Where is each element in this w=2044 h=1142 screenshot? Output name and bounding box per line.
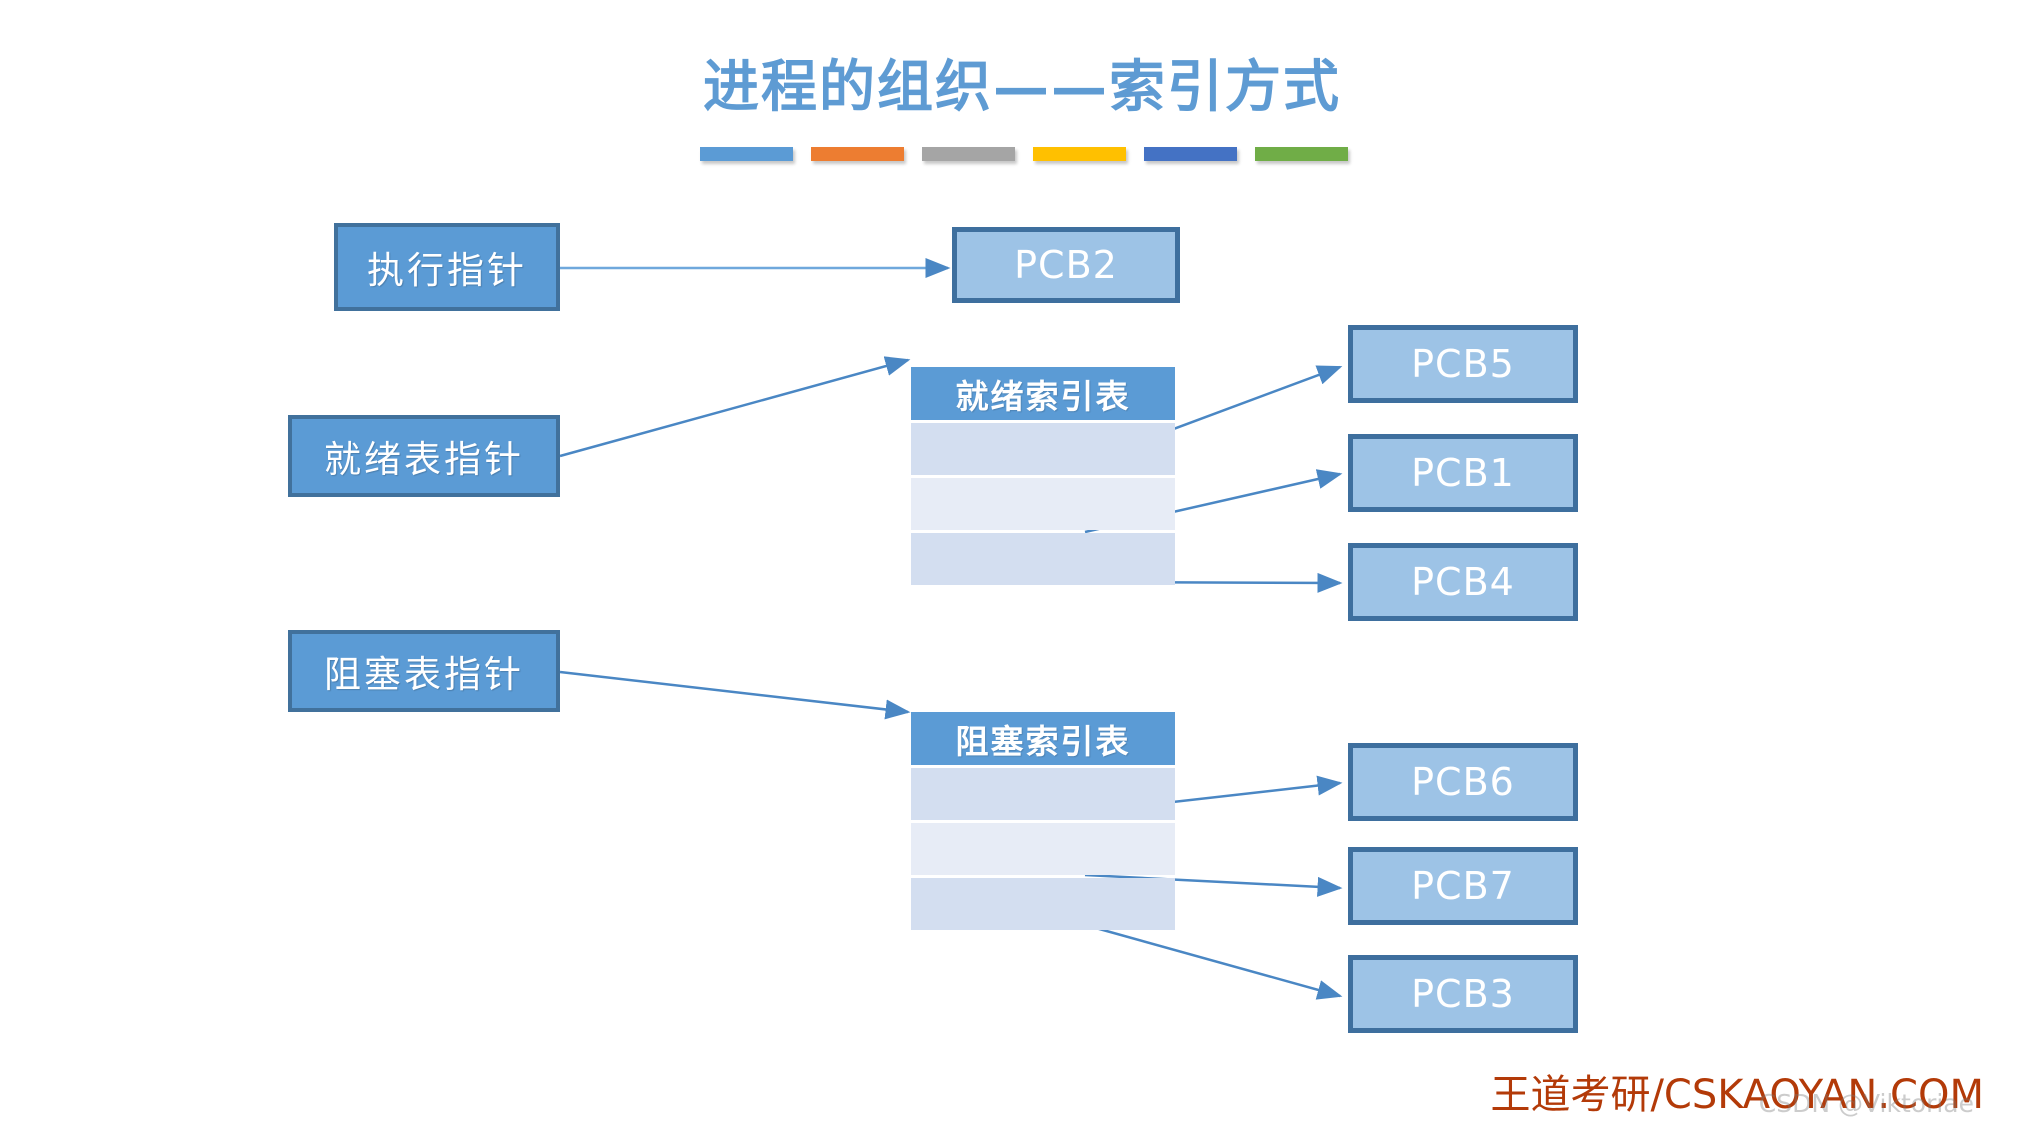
- blocked-index-row-2[interactable]: [911, 823, 1175, 875]
- brand-footer: 王道考研/CSKAOYAN.COM: [1490, 1072, 1984, 1118]
- arrow-ready-pointer-to-table: [559, 356, 911, 458]
- ready-index-row-2[interactable]: [911, 478, 1175, 530]
- page-title: 进程的组织——索引方式: [703, 54, 1341, 120]
- title-bar-orange: [811, 147, 904, 161]
- pointer-label-ready: 就绪表指针: [324, 438, 524, 481]
- pointer-box-exec[interactable]: 执行指针: [334, 223, 560, 311]
- title-bar-blue: [700, 147, 793, 161]
- title-decoration-bars: [700, 147, 1348, 161]
- ready-index-table-header: 就绪索引表: [911, 367, 1175, 420]
- blocked-index-table-header: 阻塞索引表: [911, 712, 1175, 765]
- pcb-box-ready-1[interactable]: PCB5: [1348, 325, 1578, 403]
- pcb-label-running: PCB2: [1014, 243, 1118, 287]
- csdn-watermark: CSDN @Viktoriae: [1758, 1089, 1974, 1118]
- ready-index-table: 就绪索引表: [911, 367, 1175, 585]
- pcb-label-ready-2: PCB1: [1411, 451, 1515, 495]
- blocked-index-row-1[interactable]: [911, 768, 1175, 820]
- pcb-label-blocked-2: PCB7: [1411, 864, 1515, 908]
- title-bar-dark-blue: [1144, 147, 1237, 161]
- pcb-box-running[interactable]: PCB2: [952, 227, 1180, 303]
- pcb-box-blocked-2[interactable]: PCB7: [1348, 847, 1578, 925]
- ready-index-row-1[interactable]: [911, 423, 1175, 475]
- pointer-box-blocked[interactable]: 阻塞表指针: [288, 630, 560, 712]
- pcb-box-ready-2[interactable]: PCB1: [1348, 434, 1578, 512]
- arrow-blocked-pointer-to-table: [559, 670, 911, 720]
- pcb-box-blocked-1[interactable]: PCB6: [1348, 743, 1578, 821]
- pcb-label-blocked-1: PCB6: [1411, 760, 1515, 804]
- pcb-box-blocked-3[interactable]: PCB3: [1348, 955, 1578, 1033]
- pcb-label-ready-1: PCB5: [1411, 342, 1515, 386]
- title-bar-gray: [922, 147, 1015, 161]
- pcb-box-ready-3[interactable]: PCB4: [1348, 543, 1578, 621]
- blocked-index-row-3[interactable]: [911, 878, 1175, 930]
- pointer-label-exec: 执行指针: [367, 249, 527, 292]
- pcb-label-blocked-3: PCB3: [1411, 972, 1515, 1016]
- title-bar-yellow: [1033, 147, 1126, 161]
- pcb-label-ready-3: PCB4: [1411, 560, 1515, 604]
- title-bar-green: [1255, 147, 1348, 161]
- blocked-index-table: 阻塞索引表: [911, 712, 1175, 930]
- pointer-label-blocked: 阻塞表指针: [324, 653, 524, 696]
- pointer-box-ready[interactable]: 就绪表指针: [288, 415, 560, 497]
- ready-index-row-3[interactable]: [911, 533, 1175, 585]
- arrow-blocked-row3-to-pcb3: [1084, 923, 1343, 1000]
